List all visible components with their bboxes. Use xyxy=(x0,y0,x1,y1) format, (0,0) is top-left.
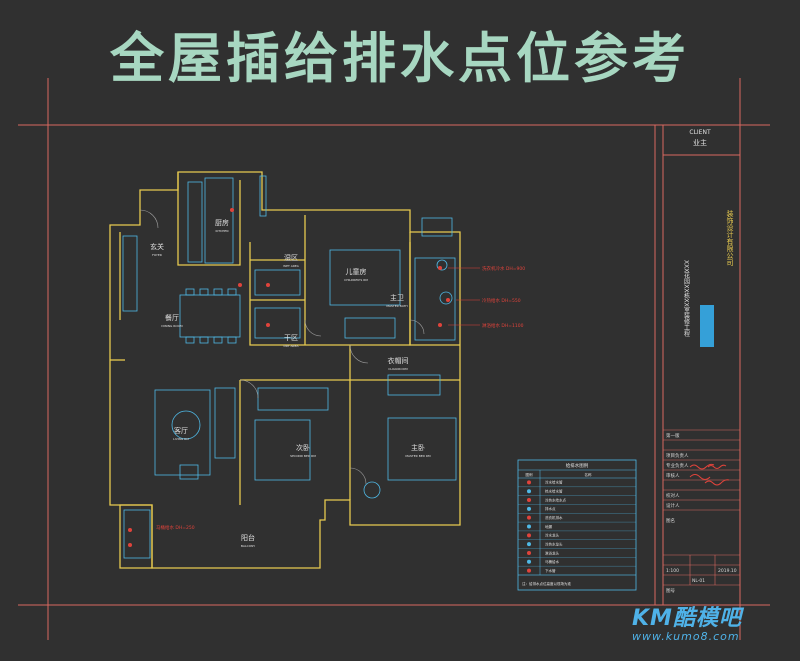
label-second-bed-en: SECOND BED RM xyxy=(290,454,316,458)
legend-symbol xyxy=(527,533,531,538)
annotation-3: 淋浴给水 DH=1100 xyxy=(482,322,524,329)
label-wet-zone-en: WET AREA xyxy=(283,264,300,268)
company-name: 装饰设计有限公司 xyxy=(726,209,734,266)
title-row-4: 审核人 xyxy=(666,472,680,479)
legend-title: 给排水图例 xyxy=(566,462,589,469)
legend-item: 地漏 xyxy=(545,524,553,529)
legend-item: 洗衣机排水 xyxy=(545,515,563,520)
project-name: XXX花园XX栋XX室装修工程 xyxy=(683,260,690,338)
legend-item: 下水管 xyxy=(545,568,556,573)
label-wet-zone: 湿区 xyxy=(284,253,298,262)
label-dining: 餐厅 xyxy=(165,313,179,322)
label-kitchen: 厨房 xyxy=(215,218,229,227)
page-title: 全屋插给排水点位参考 xyxy=(110,27,690,90)
annotation-1: 洗衣机冷水 DH=900 xyxy=(482,265,525,272)
label-kids-room-en: CHILDREN'S RM xyxy=(344,278,368,282)
legend-symbol xyxy=(527,506,531,511)
title-row-1: 第一版 xyxy=(666,432,680,439)
label-foyer-en: FOYER xyxy=(152,253,162,257)
plumbing-legend: 给排水图例 图例 名称 冷水给水管热水给水管冷热水给水点排水点洗衣机排水地漏冷水… xyxy=(517,459,637,591)
title-row-5: 校对人 xyxy=(666,492,680,499)
title-row-6: 设计人 xyxy=(666,502,680,509)
label-master-bed-en: MASTER BED RM xyxy=(405,454,431,458)
title-block: CLIENT 业主 装饰设计有限公司 XXX花园XX栋XX室装修工程 第一版 项… xyxy=(663,129,740,594)
legend-symbol xyxy=(527,489,531,494)
legend-symbol xyxy=(527,524,531,529)
annotation-4: 马桶给水 DH=250 xyxy=(156,524,195,531)
legend-symbol xyxy=(527,542,531,547)
drawing-number: NL-01 xyxy=(692,578,705,584)
legend-item: 马桶给水 xyxy=(545,559,559,564)
walls xyxy=(109,171,461,569)
signature-marks xyxy=(689,463,730,486)
legend-item: 冷水给水管 xyxy=(545,480,563,485)
legend-item: 冷热水龙头 xyxy=(545,541,563,546)
legend-note: 注：给排水点位高度以现场为准 xyxy=(522,581,571,586)
legend-header-name: 名称 xyxy=(585,472,593,477)
plumbing-points xyxy=(128,208,450,547)
label-balcony: 阳台 xyxy=(241,533,255,542)
legend-item: 冷水龙头 xyxy=(545,533,559,538)
label-master-bath-en: MASTER BATH xyxy=(386,304,407,308)
label-foyer: 玄关 xyxy=(150,242,164,251)
label-kitchen-en: KITCHEN xyxy=(216,229,229,233)
label-dining-en: DINING ROOM xyxy=(161,324,183,328)
title-row-8: 图号 xyxy=(666,588,675,594)
title-row-3: 专业负责人 xyxy=(666,462,689,469)
label-dry-zone-en: DRY AREA xyxy=(283,344,299,348)
legend-item: 淋浴龙头 xyxy=(545,550,559,555)
label-walkin-en: CLOAKROOM xyxy=(388,367,408,371)
legend-symbol xyxy=(527,480,531,485)
label-balcony-en: BALCONY xyxy=(241,544,255,548)
watermark-url: www.kumo8.com xyxy=(632,630,740,643)
label-kids-room: 儿童房 xyxy=(346,267,367,276)
label-master-bed: 主卧 xyxy=(411,443,425,452)
title-row-2: 项目负责人 xyxy=(666,452,689,459)
legend-item: 排水点 xyxy=(545,506,556,511)
annotation-2: 冷热给水 DH=550 xyxy=(482,297,521,304)
date-value: 2019.10 xyxy=(718,568,737,574)
title-row-7: 图名 xyxy=(666,517,675,524)
label-living-en: LIVING RM xyxy=(173,437,189,441)
room-labels: 厨房 KITCHEN 玄关 FOYER 餐厅 DINING ROOM 湿区 WE… xyxy=(150,218,431,548)
watermark-brand: KM酷模吧 xyxy=(632,606,742,631)
label-master-bath: 主卫 xyxy=(390,293,404,302)
label-living: 客厅 xyxy=(174,426,188,435)
client-label: CLIENT xyxy=(689,129,711,136)
label-second-bed: 次卧 xyxy=(296,443,310,452)
legend-header-symbol: 图例 xyxy=(526,472,534,477)
legend-symbol xyxy=(527,515,531,520)
legend-item: 冷热水给水点 xyxy=(545,497,566,502)
watermark: KM酷模吧 www.kumo8.com xyxy=(632,600,742,643)
client-name: 业主 xyxy=(693,138,707,147)
fixtures xyxy=(122,175,457,559)
plumbing-annotations: 洗衣机冷水 DH=900 冷热给水 DH=550 淋浴给水 DH=1100 马桶… xyxy=(156,265,525,531)
scale-value: 1:100 xyxy=(666,568,679,574)
legend-symbol xyxy=(527,568,531,573)
label-dry-zone: 干区 xyxy=(284,334,298,342)
drawing-frame xyxy=(18,78,770,640)
label-walkin: 衣帽间 xyxy=(388,356,409,365)
legend-symbol xyxy=(527,559,531,564)
legend-item: 热水给水管 xyxy=(545,489,563,494)
legend-symbol xyxy=(527,498,531,503)
company-logo xyxy=(700,305,714,347)
doors xyxy=(139,209,425,485)
legend-symbol xyxy=(527,550,531,555)
